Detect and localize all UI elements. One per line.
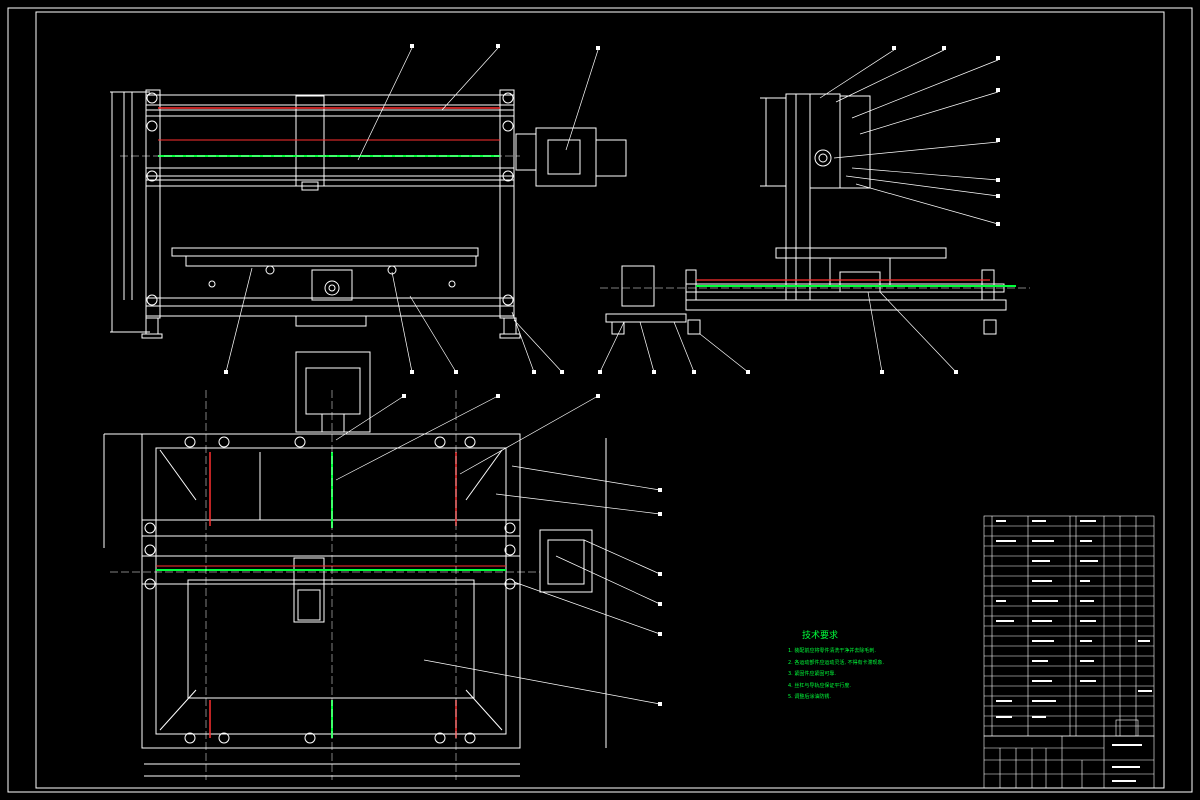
side-view-leaders [599, 49, 999, 373]
front-view [110, 89, 627, 339]
tech-note-3: 3. 紧固件应紧固可靠. [788, 671, 836, 677]
tech-note-5: 5. 调整后涂油防锈. [788, 694, 831, 700]
sheet-outer-border [7, 7, 1193, 793]
sheet-inner-border [35, 11, 1165, 789]
front-view-balloons [224, 44, 600, 374]
top-view [103, 351, 607, 777]
technical-requirements: 技术要求 1. 装配前应将零件清洗干净并去除毛刺. 2. 各运动部件应运动灵活,… [788, 628, 884, 704]
top-view-centerlines [110, 390, 540, 780]
side-view [605, 93, 1007, 335]
title-block [983, 719, 1155, 789]
front-view-leaders [225, 47, 599, 373]
tech-note-4: 4. 丝杠与导轨应保证平行度. [788, 682, 851, 689]
tech-note-2: 2. 各运动部件应运动灵活, 不得有卡滞现象. [788, 659, 885, 666]
parts-list-table [983, 515, 1155, 737]
top-view-leaders [335, 395, 661, 705]
parts-list-filler [996, 520, 1152, 782]
top-view-balloons [402, 394, 662, 706]
tech-notes-title: 技术要求 [802, 631, 839, 641]
side-view-balloons [598, 46, 1000, 374]
tech-note-1: 1. 装配前应将零件清洗干净并去除毛刺. [788, 648, 876, 654]
